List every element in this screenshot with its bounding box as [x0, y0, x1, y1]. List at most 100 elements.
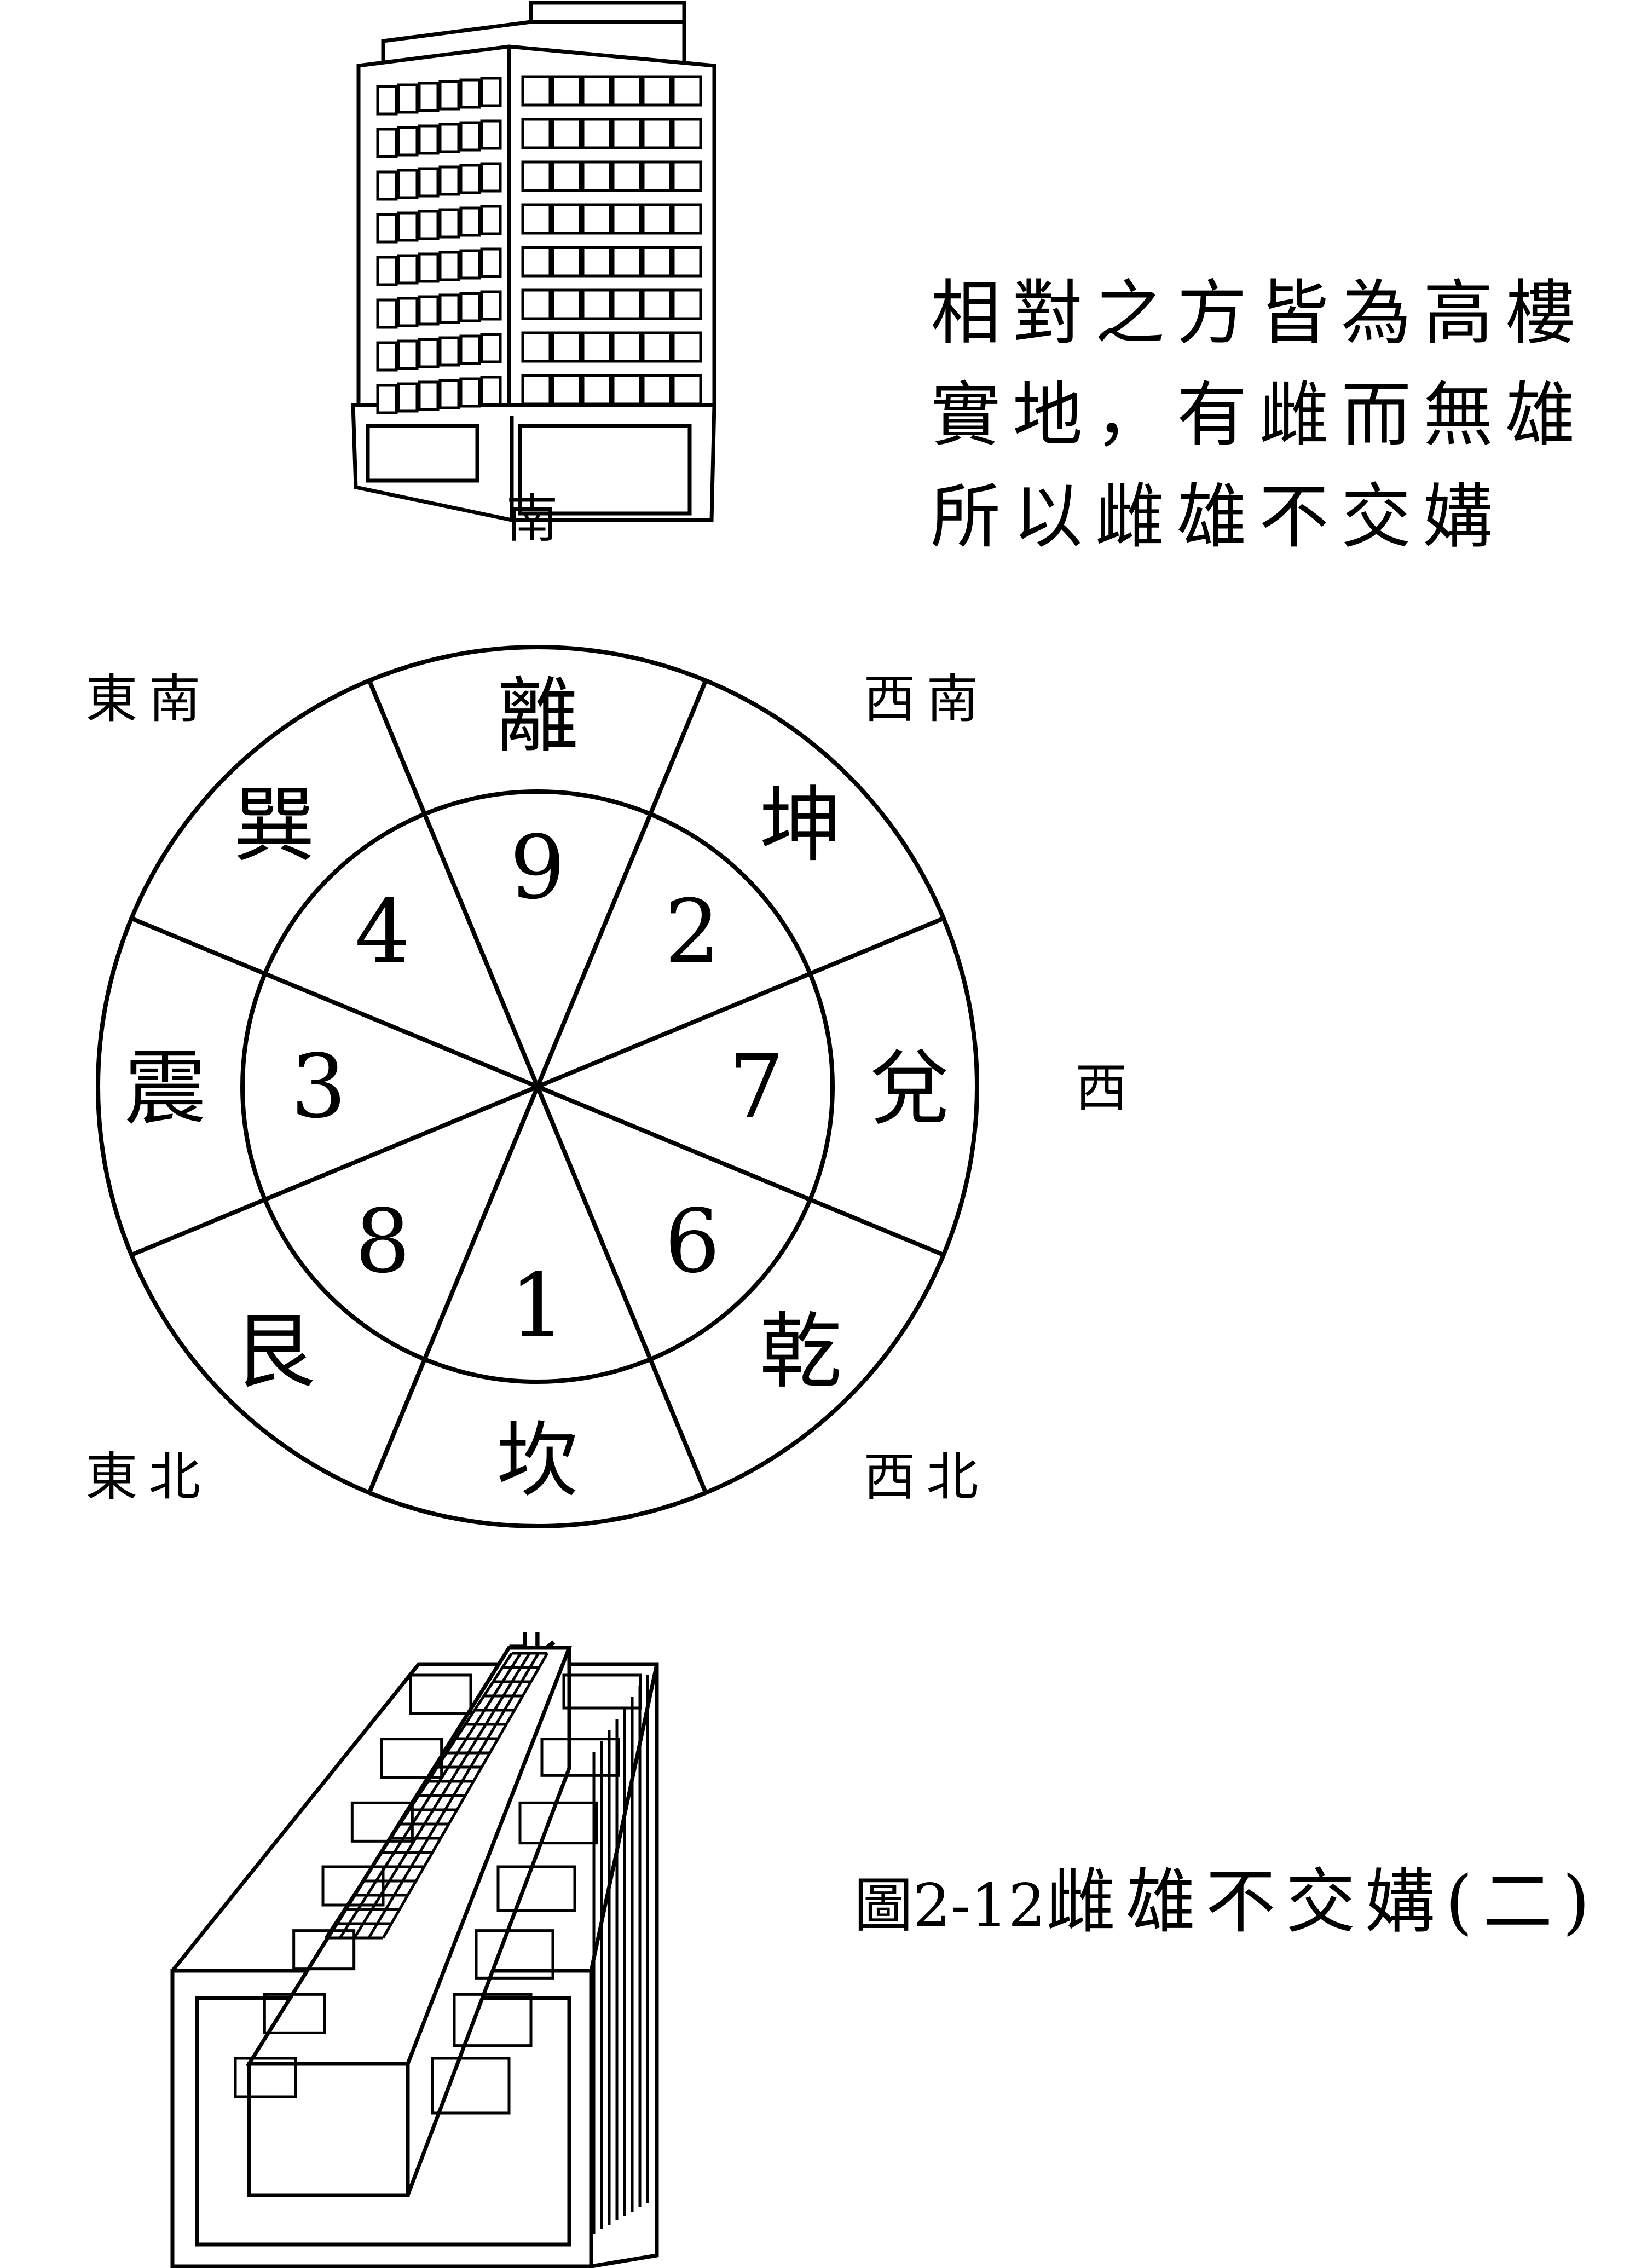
window — [611, 203, 642, 235]
window — [551, 75, 582, 107]
skylight — [263, 1993, 326, 2034]
window — [459, 377, 481, 408]
window — [642, 75, 672, 107]
luoshu-number: 4 — [355, 880, 411, 983]
window — [418, 124, 440, 155]
window — [672, 288, 702, 320]
window — [581, 288, 612, 320]
skylight — [453, 1993, 533, 2047]
window — [397, 297, 419, 327]
window — [521, 75, 552, 107]
note-line: 所以雌雄不交媾 — [931, 476, 1506, 558]
window — [459, 292, 481, 322]
luoshu-number: 1 — [510, 1254, 565, 1357]
window — [642, 374, 672, 406]
window — [551, 160, 582, 192]
window — [581, 331, 612, 363]
window — [642, 160, 672, 192]
window — [551, 203, 582, 235]
trigram-label: 艮 — [233, 1305, 315, 1400]
window — [418, 380, 440, 411]
window — [397, 254, 419, 285]
trigram-label: 坎 — [496, 1413, 579, 1509]
window — [521, 374, 552, 406]
window — [376, 256, 398, 286]
skylight — [321, 1865, 385, 1907]
window — [551, 331, 582, 363]
low-building-windows — [234, 1652, 649, 2234]
window — [397, 169, 419, 199]
skylight — [380, 1738, 443, 1779]
window — [480, 205, 502, 235]
skylight — [409, 1673, 472, 1715]
window — [521, 118, 552, 149]
window — [438, 165, 460, 196]
window — [642, 118, 672, 149]
window — [551, 246, 582, 278]
grid-line — [382, 1652, 549, 1939]
window — [376, 170, 398, 201]
luoshu-number: 9 — [510, 816, 565, 919]
skylight — [234, 2057, 297, 2098]
window — [438, 379, 460, 409]
inner-ring — [240, 789, 835, 1384]
direction-label: 東北 — [85, 1447, 211, 1508]
trigram-label: 兌 — [869, 1041, 951, 1136]
window — [611, 75, 642, 107]
window — [581, 374, 612, 406]
window — [376, 341, 398, 372]
trigram-label: 巽 — [233, 778, 315, 873]
window — [581, 160, 612, 192]
luoshu-number: 7 — [729, 1035, 784, 1138]
trigram-label: 震 — [124, 1041, 206, 1136]
window — [397, 382, 419, 413]
window — [459, 249, 481, 280]
figure-title: 雌雄不交媾(二) — [1045, 1861, 1600, 1943]
direction-label: 東南 — [85, 669, 211, 729]
window — [521, 331, 552, 363]
direction-label: 西南 — [864, 669, 990, 729]
window — [551, 288, 582, 320]
luoshu-number: 3 — [291, 1035, 346, 1138]
outer-ring — [96, 645, 979, 1528]
window — [438, 123, 460, 153]
window — [397, 126, 419, 157]
bagua-wheel — [96, 645, 979, 1528]
window — [418, 82, 440, 112]
window — [418, 295, 440, 326]
skylight — [475, 1929, 554, 1980]
window — [672, 331, 702, 363]
window — [581, 75, 612, 107]
window — [581, 118, 612, 149]
window — [642, 246, 672, 278]
window — [521, 203, 552, 235]
window — [459, 334, 481, 365]
window — [459, 164, 481, 194]
window — [459, 121, 481, 152]
window — [397, 83, 419, 114]
window — [438, 336, 460, 367]
grid-line — [324, 1652, 513, 1939]
low-building-north — [170, 1646, 659, 2268]
window — [397, 339, 419, 370]
window — [611, 246, 642, 278]
direction-label: 西 — [1075, 1058, 1138, 1118]
window — [521, 160, 552, 192]
explanation-note: 相對之方皆為高樓 實地，有雌而無雄 所以雌雄不交媾 — [931, 263, 1587, 568]
direction-label: 南 — [506, 489, 569, 549]
note-line: 相對之方皆為高樓 — [931, 273, 1588, 354]
window — [376, 128, 398, 158]
window — [551, 374, 582, 406]
window — [438, 80, 460, 111]
window — [581, 203, 612, 235]
luoshu-number: 6 — [664, 1190, 720, 1292]
window — [480, 290, 502, 321]
window — [480, 77, 502, 107]
window — [611, 160, 642, 192]
figure-caption: 圖2-12雌雄不交媾(二) — [854, 1845, 1600, 1946]
skylight — [518, 1801, 598, 1845]
window — [551, 118, 582, 149]
window — [438, 208, 460, 239]
window — [480, 162, 502, 193]
